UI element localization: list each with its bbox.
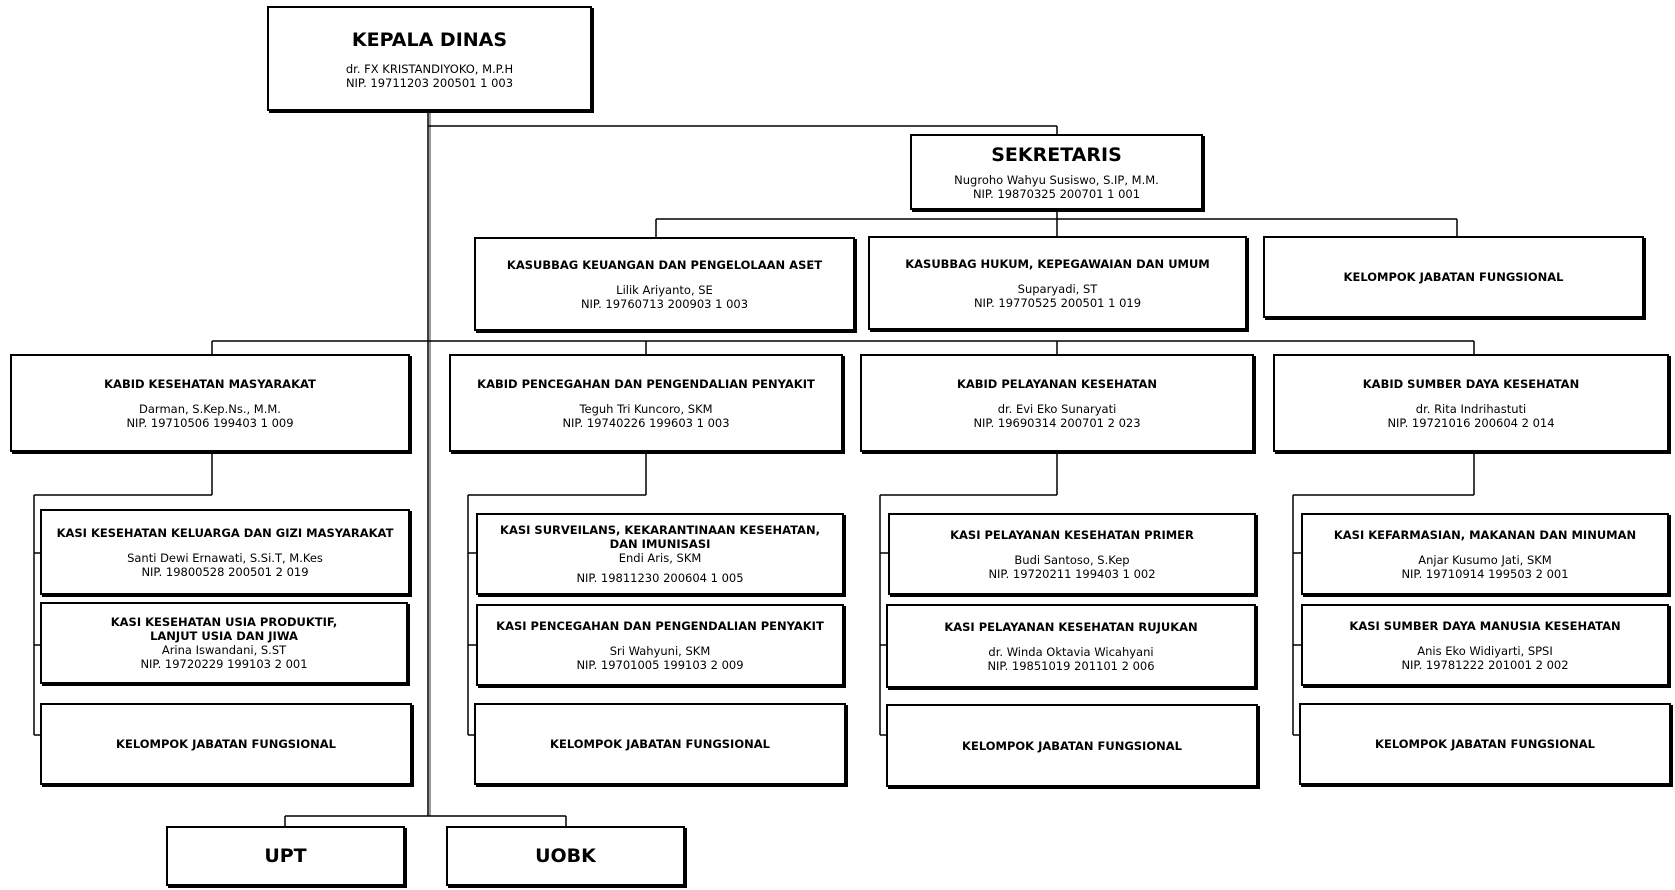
kasi-sdm-kesehatan-title: KASI SUMBER DAYA MANUSIA KESEHATAN <box>1349 618 1621 633</box>
subbag-hukum-title: KASUBBAG HUKUM, KEPEGAWAIAN DAN UMUM <box>905 256 1210 271</box>
kabid-sdk-name: dr. Rita Indrihastuti <box>1415 401 1527 416</box>
kasi-usia-produktif-box: KASI KESEHATAN USIA PRODUKTIF, LANJUT US… <box>40 602 408 684</box>
kasi-yankes-primer-nip: NIP. 19720211 199403 1 002 <box>988 566 1156 581</box>
kabid-p2p-box: KABID PENCEGAHAN DAN PENGENDALIAN PENYAK… <box>449 354 843 452</box>
kasi-yankes-primer-title: KASI PELAYANAN KESEHATAN PRIMER <box>950 527 1194 542</box>
fungsional-sdk-title: KELOMPOK JABATAN FUNGSIONAL <box>1375 737 1595 751</box>
subbag-hukum-nip: NIP. 19770525 200501 1 019 <box>973 295 1142 310</box>
kasi-usia-produktif-title-line2: LANJUT USIA DAN JIWA <box>150 629 298 643</box>
kasi-usia-produktif-name: Arina Iswandani, S.ST <box>161 643 287 657</box>
subbag-keuangan-title: KASUBBAG KEUANGAN DAN PENGELOLAAN ASET <box>506 257 823 272</box>
kasi-sdm-kesehatan-box: KASI SUMBER DAYA MANUSIA KESEHATAN Anis … <box>1301 604 1669 686</box>
kabid-kesmas-title: KABID KESEHATAN MASYARAKAT <box>104 376 316 391</box>
kasi-p2p-title: KASI PENCEGAHAN DAN PENGENDALIAN PENYAKI… <box>496 618 824 633</box>
kasi-p2p-nip: NIP. 19701005 199103 2 009 <box>576 657 744 672</box>
kasi-yankes-primer-name: Budi Santoso, S.Kep <box>1014 552 1130 567</box>
kasi-p2p-box: KASI PENCEGAHAN DAN PENGENDALIAN PENYAKI… <box>476 604 844 686</box>
subbag-keuangan-nip: NIP. 19760713 200903 1 003 <box>580 296 749 311</box>
kasi-kesga-gizi-title: KASI KESEHATAN KELUARGA DAN GIZI MASYARA… <box>56 525 394 540</box>
kabid-yankes-box: KABID PELAYANAN KESEHATAN dr. Evi Eko Su… <box>860 354 1254 452</box>
kasi-kesga-gizi-box: KASI KESEHATAN KELUARGA DAN GIZI MASYARA… <box>40 509 410 595</box>
kabid-kesmas-box: KABID KESEHATAN MASYARAKAT Darman, S.Kep… <box>10 354 410 452</box>
fungsional-yankes-box: KELOMPOK JABATAN FUNGSIONAL <box>886 704 1258 787</box>
subbag-keuangan-box: KASUBBAG KEUANGAN DAN PENGELOLAAN ASET L… <box>474 237 855 331</box>
kepala-dinas-nip: NIP. 19711203 200501 1 003 <box>345 75 514 90</box>
kabid-yankes-title: KABID PELAYANAN KESEHATAN <box>956 376 1158 391</box>
kasi-farmasi-name: Anjar Kusumo Jati, SKM <box>1418 552 1552 567</box>
kasi-surveilans-title-line2: DAN IMUNISASI <box>609 537 711 551</box>
kasi-kesga-gizi-name: Santi Dewi Ernawati, S.Si.T, M.Kes <box>127 550 323 565</box>
kabid-sdk-nip: NIP. 19721016 200604 2 014 <box>1387 415 1555 430</box>
fungsional-p2p-title: KELOMPOK JABATAN FUNGSIONAL <box>550 737 770 751</box>
kasi-surveilans-title-line1: KASI SURVEILANS, KEKARANTINAAN KESEHATAN… <box>500 523 820 537</box>
fungsional-kesmas-box: KELOMPOK JABATAN FUNGSIONAL <box>40 703 412 785</box>
kabid-yankes-nip: NIP. 19690314 200701 2 023 <box>973 415 1141 430</box>
kasi-p2p-name: Sri Wahyuni, SKM <box>609 643 711 658</box>
kasi-yankes-rujukan-box: KASI PELAYANAN KESEHATAN RUJUKAN dr. Win… <box>886 604 1256 688</box>
upt-box: UPT <box>166 826 405 886</box>
sekretaris-box: SEKRETARIS Nugroho Wahyu Susiswo, S.IP, … <box>910 134 1203 210</box>
kasi-kesga-gizi-nip: NIP. 19800528 200501 2 019 <box>141 564 309 579</box>
subbag-hukum-box: KASUBBAG HUKUM, KEPEGAWAIAN DAN UMUM Sup… <box>868 236 1247 330</box>
kabid-kesmas-name: Darman, S.Kep.Ns., M.M. <box>139 401 281 416</box>
kabid-kesmas-nip: NIP. 19710506 199403 1 009 <box>126 415 294 430</box>
kasi-farmasi-box: KASI KEFARMASIAN, MAKANAN DAN MINUMAN An… <box>1301 513 1669 595</box>
kasi-sdm-kesehatan-name: Anis Eko Widiyarti, SPSI <box>1417 643 1553 658</box>
fungsional-sdk-box: KELOMPOK JABATAN FUNGSIONAL <box>1299 703 1671 785</box>
kasi-usia-produktif-title-line1: KASI KESEHATAN USIA PRODUKTIF, <box>110 615 338 629</box>
fungsional-kesmas-title: KELOMPOK JABATAN FUNGSIONAL <box>116 737 336 751</box>
uobk-title: UOBK <box>535 845 596 867</box>
kasi-surveilans-nip: NIP. 19811230 200604 1 005 <box>576 571 744 585</box>
subbag-fungsional-box: KELOMPOK JABATAN FUNGSIONAL <box>1263 236 1644 318</box>
kabid-p2p-nip: NIP. 19740226 199603 1 003 <box>562 415 730 430</box>
kabid-p2p-title: KABID PENCEGAHAN DAN PENGENDALIAN PENYAK… <box>477 376 815 391</box>
sekretaris-name: Nugroho Wahyu Susiswo, S.IP, M.M. <box>954 173 1159 187</box>
kasi-surveilans-name: Endi Aris, SKM <box>618 551 702 565</box>
kepala-dinas-name: dr. FX KRISTANDIYOKO, M.P.H <box>345 61 514 76</box>
sekretaris-nip: NIP. 19870325 200701 1 001 <box>972 187 1141 201</box>
subbag-keuangan-name: Lilik Ariyanto, SE <box>616 282 713 297</box>
subbag-hukum-name: Suparyadi, ST <box>1017 281 1098 296</box>
sekretaris-title: SEKRETARIS <box>991 144 1122 166</box>
kasi-yankes-rujukan-title: KASI PELAYANAN KESEHATAN RUJUKAN <box>944 619 1198 634</box>
upt-title: UPT <box>264 845 307 867</box>
kabid-p2p-name: Teguh Tri Kuncoro, SKM <box>579 401 713 416</box>
fungsional-yankes-title: KELOMPOK JABATAN FUNGSIONAL <box>962 738 1182 753</box>
kasi-farmasi-nip: NIP. 19710914 199503 2 001 <box>1401 566 1569 581</box>
uobk-box: UOBK <box>446 826 685 886</box>
kasi-usia-produktif-nip: NIP. 19720229 199103 2 001 <box>140 657 308 671</box>
kabid-sdk-title: KABID SUMBER DAYA KESEHATAN <box>1362 376 1580 391</box>
kasi-yankes-primer-box: KASI PELAYANAN KESEHATAN PRIMER Budi San… <box>888 513 1256 595</box>
kepala-dinas-title: KEPALA DINAS <box>351 28 508 51</box>
kasi-yankes-rujukan-name: dr. Winda Oktavia Wicahyani <box>988 644 1154 659</box>
kasi-sdm-kesehatan-nip: NIP. 19781222 201001 2 002 <box>1401 657 1569 672</box>
kepala-dinas-box: KEPALA DINAS dr. FX KRISTANDIYOKO, M.P.H… <box>267 6 592 111</box>
kasi-farmasi-title: KASI KEFARMASIAN, MAKANAN DAN MINUMAN <box>1333 527 1637 542</box>
kabid-yankes-name: dr. Evi Eko Sunaryati <box>997 401 1117 416</box>
kabid-sdk-box: KABID SUMBER DAYA KESEHATAN dr. Rita Ind… <box>1273 354 1669 452</box>
fungsional-p2p-box: KELOMPOK JABATAN FUNGSIONAL <box>474 703 846 785</box>
subbag-fungsional-title: KELOMPOK JABATAN FUNGSIONAL <box>1343 270 1564 284</box>
kasi-surveilans-box: KASI SURVEILANS, KEKARANTINAAN KESEHATAN… <box>476 513 844 595</box>
kasi-yankes-rujukan-nip: NIP. 19851019 201101 2 006 <box>987 658 1155 673</box>
